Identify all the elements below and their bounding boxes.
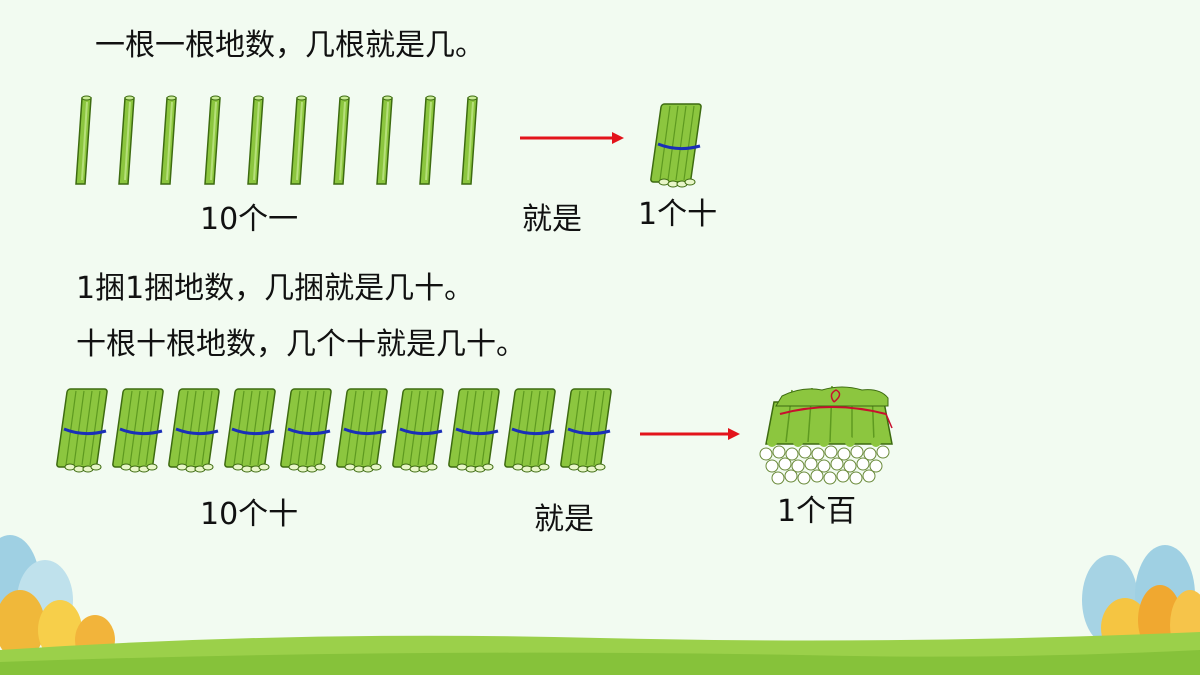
bundle-7 (390, 387, 445, 474)
stick-8 (376, 95, 393, 185)
stick-1 (75, 95, 92, 185)
bundle-10 (558, 387, 613, 474)
stick-6 (290, 95, 307, 185)
bundle-of-ten (648, 102, 703, 189)
instruction-line-1: 一根一根地数，几根就是几。 (95, 28, 485, 63)
instruction-line-2: 1捆1捆地数，几捆就是几十。 (76, 271, 475, 306)
arrow-icon-2 (640, 428, 740, 440)
instruction-line-3: 十根十根地数，几个十就是几十。 (76, 327, 526, 362)
label-is-2: 就是 (534, 502, 594, 537)
bundle-2 (110, 387, 165, 474)
bundle-3 (166, 387, 221, 474)
label-one-ten: 1个十 (638, 197, 718, 232)
stick-9 (419, 95, 436, 185)
stick-10 (461, 95, 478, 185)
label-ten-tens: 10个十 (200, 497, 299, 532)
grass-ground-dark (0, 650, 1200, 675)
bundles-row (56, 387, 613, 474)
bundle-4 (222, 387, 277, 474)
bundle-8 (446, 387, 501, 474)
stick-2 (118, 95, 135, 185)
stick-5 (247, 95, 264, 185)
bundle-5 (278, 387, 333, 474)
arrow-icon-1 (520, 132, 624, 144)
stick-7 (333, 95, 350, 185)
bundle-6 (334, 387, 389, 474)
left-tree-orange (0, 590, 45, 660)
left-tree-yellow (38, 600, 82, 660)
single-sticks-row (75, 95, 478, 185)
bundle-of-hundred (759, 385, 893, 485)
bundle-9 (502, 387, 557, 474)
label-is-1: 就是 (522, 202, 582, 237)
stick-4 (204, 95, 221, 185)
bundle-1 (56, 387, 109, 474)
stick-3 (160, 95, 177, 185)
label-ten-ones: 10个一 (200, 202, 299, 237)
label-one-hundred: 1个百 (777, 494, 857, 529)
